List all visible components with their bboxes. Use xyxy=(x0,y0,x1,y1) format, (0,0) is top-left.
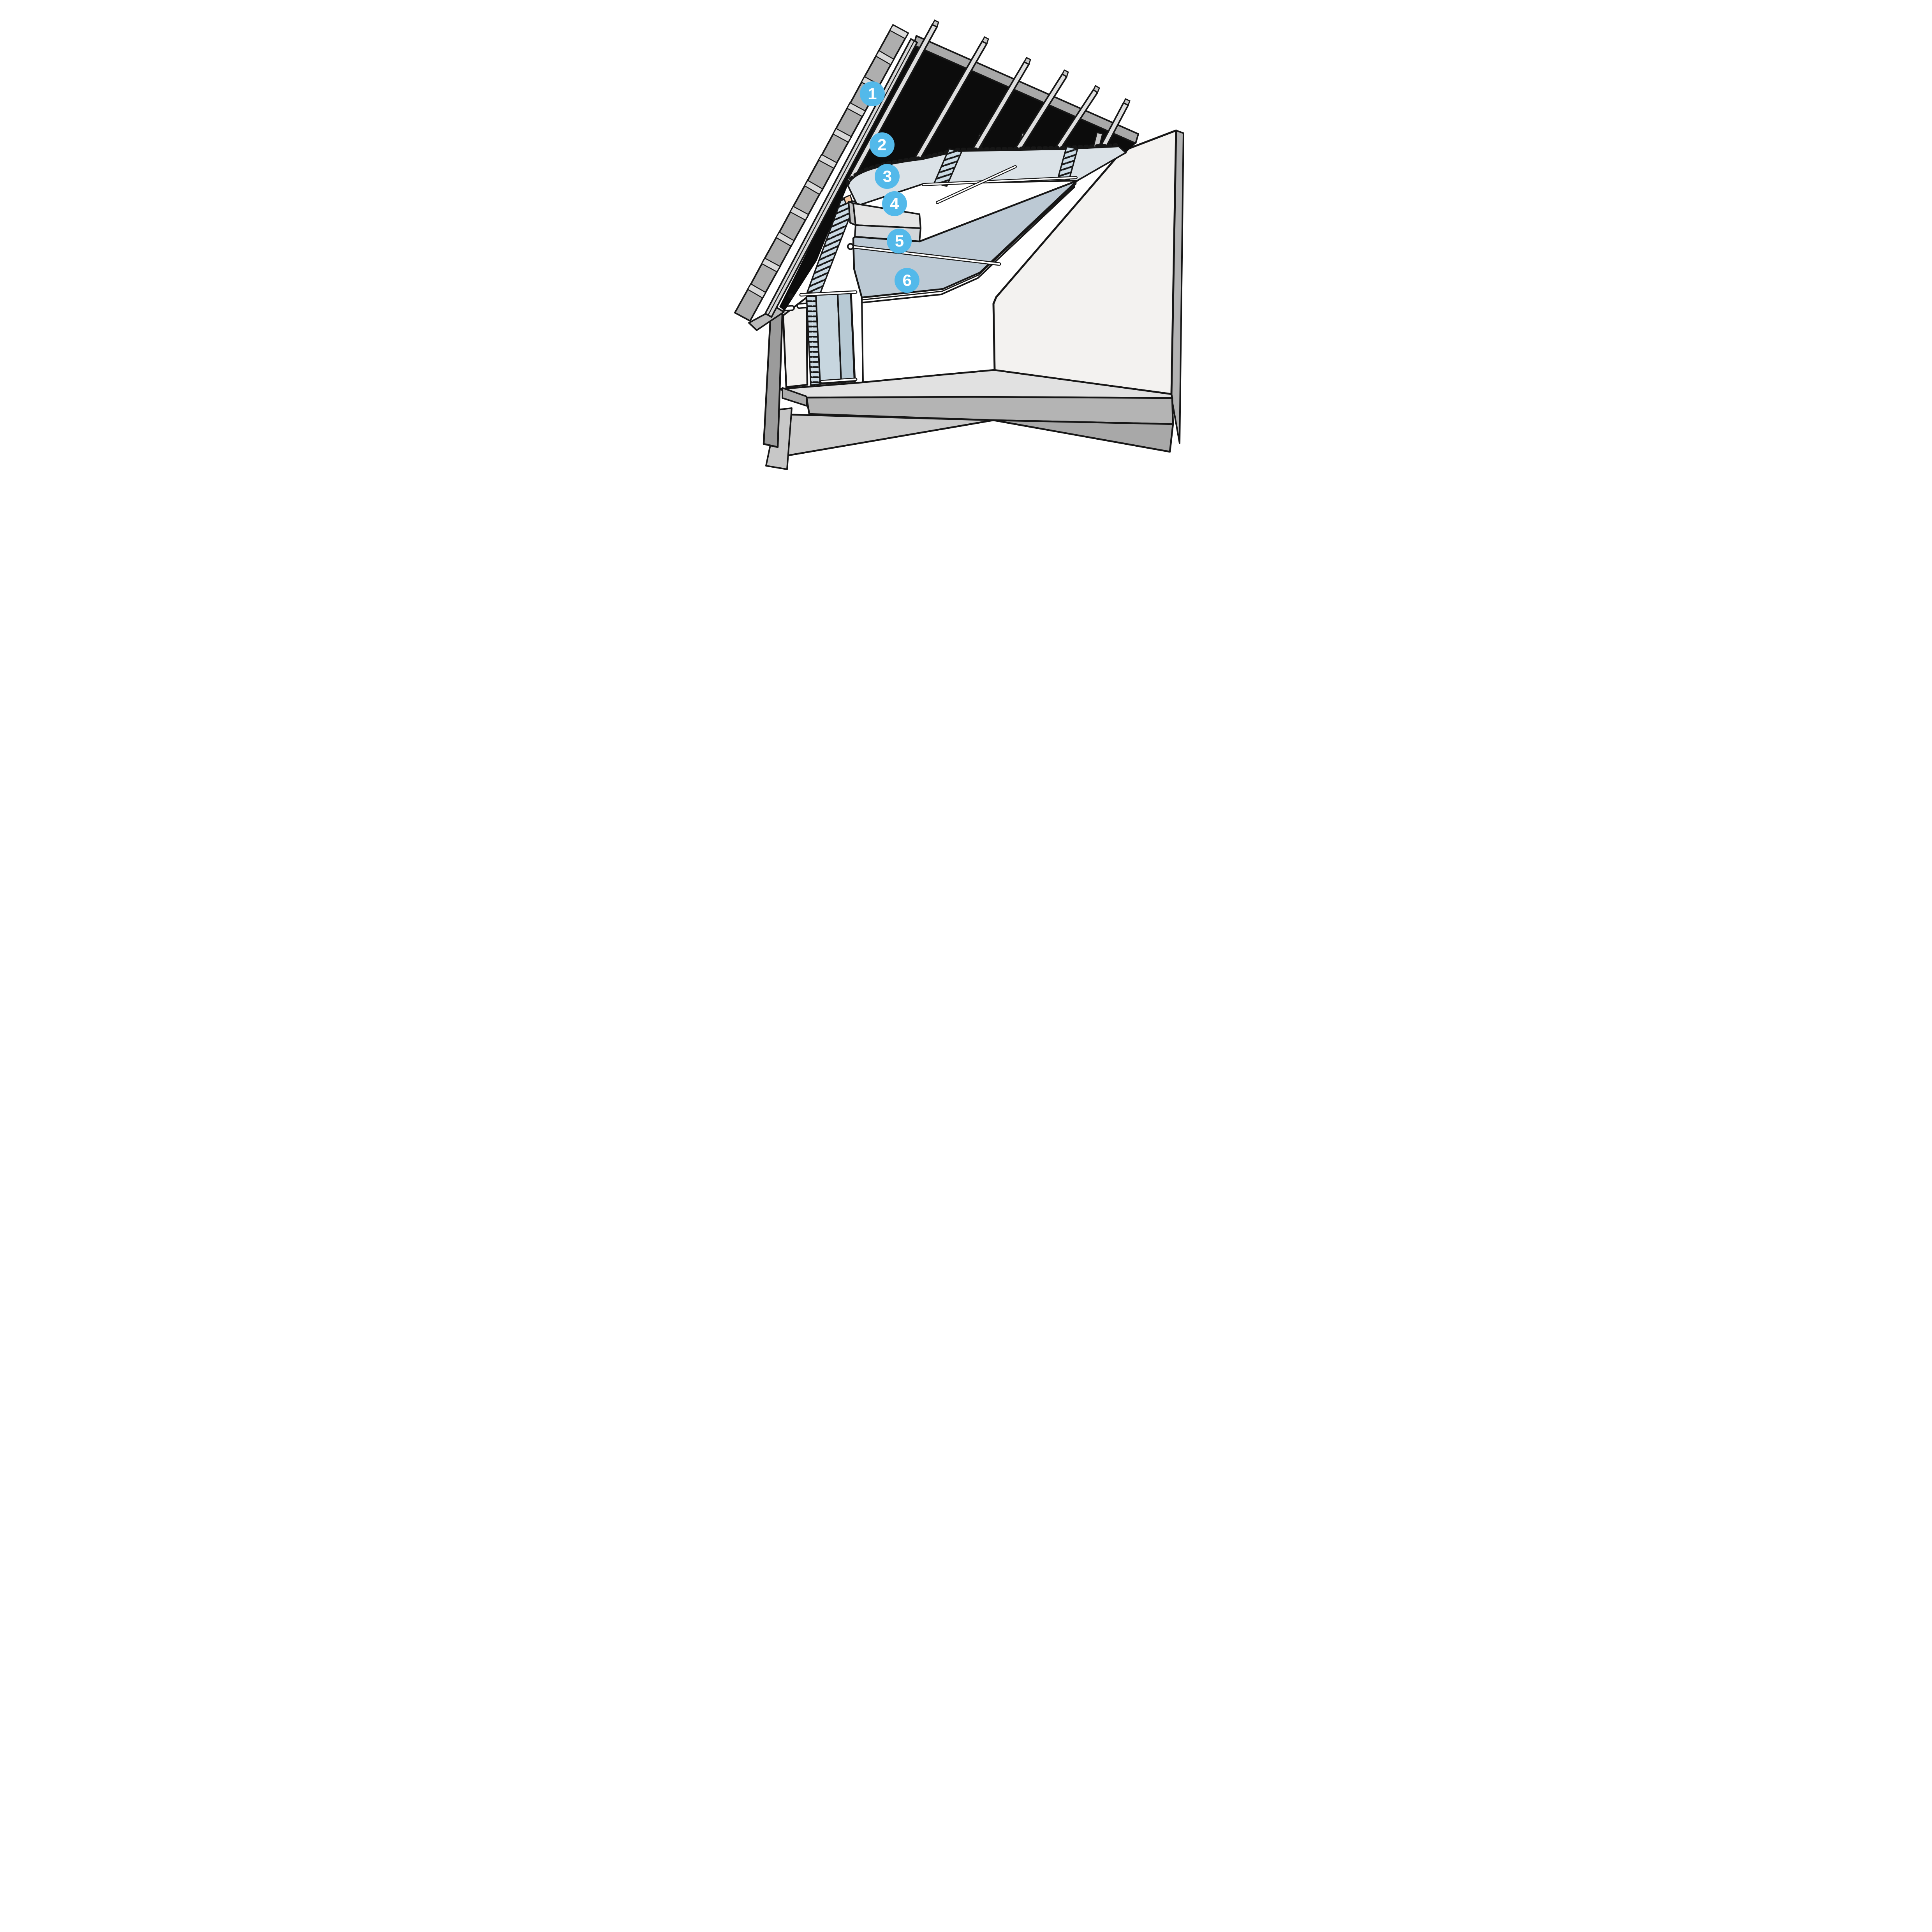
layer-marker-4: 4 xyxy=(882,191,907,217)
rafter-tip-cap xyxy=(1023,57,1031,65)
roof-tiles xyxy=(734,24,909,322)
rafter-tip-cap xyxy=(1061,69,1069,78)
layer-marker-3: 3 xyxy=(875,164,900,189)
rafter-tip-cap xyxy=(981,36,989,45)
rafter-tip-cap xyxy=(1092,85,1100,94)
layer-marker-label: 3 xyxy=(882,167,892,185)
insulation-between-rafters xyxy=(806,143,1127,295)
tile-edge-highlight xyxy=(761,257,780,273)
layer-marker-label: 6 xyxy=(902,271,912,290)
roof-deck-edge xyxy=(764,38,918,318)
knee-wall-board-line xyxy=(850,292,856,383)
insulation-cut-edge xyxy=(846,143,1120,186)
layer-marker-1: 1 xyxy=(859,81,885,106)
exterior-wall-cut xyxy=(748,296,816,470)
tile-edge-highlight xyxy=(846,102,866,117)
layer-marker-label: 2 xyxy=(877,136,887,154)
lining-board-edge xyxy=(861,183,1076,301)
batten-end xyxy=(847,243,854,250)
tile-edge-highlight xyxy=(889,24,909,39)
tile-edge-highlight xyxy=(875,50,894,65)
tile-edge-highlight xyxy=(747,283,766,299)
rafter-tip-cap xyxy=(931,19,939,28)
service-battens xyxy=(788,165,1078,384)
layer-marker-label: 5 xyxy=(895,231,904,250)
batten-end-dot xyxy=(788,293,794,299)
tile-edge-highlight xyxy=(775,231,794,247)
tile-edge-highlight xyxy=(832,128,852,143)
gable-wall xyxy=(992,129,1184,444)
layer-marker-2: 2 xyxy=(869,132,895,157)
layer-marker-label: 1 xyxy=(868,84,877,103)
rafter-tip-cap xyxy=(1122,98,1131,106)
knee-wall xyxy=(805,292,864,386)
membrane-underlay xyxy=(779,44,1137,311)
tile-edge-highlight xyxy=(818,154,837,169)
layer-marker-label: 4 xyxy=(890,194,899,213)
plasterboard-edge xyxy=(861,186,1075,303)
knee-wall-panel xyxy=(815,293,842,385)
roof-construction-diagram: 1 2 3 4 5 6 xyxy=(724,0,1208,483)
wall-plate-arm xyxy=(781,387,807,407)
layer-marker-5: 5 xyxy=(887,228,912,254)
cutaway-drawing xyxy=(734,19,1184,470)
layer-marker-6: 6 xyxy=(895,268,920,293)
tile-edge-highlight xyxy=(789,206,809,221)
slab-underside-right xyxy=(992,419,1174,453)
slab-underside-left xyxy=(779,413,994,458)
tile-edge-highlight xyxy=(804,180,823,195)
knee-wall-to-floor-line xyxy=(861,297,864,383)
